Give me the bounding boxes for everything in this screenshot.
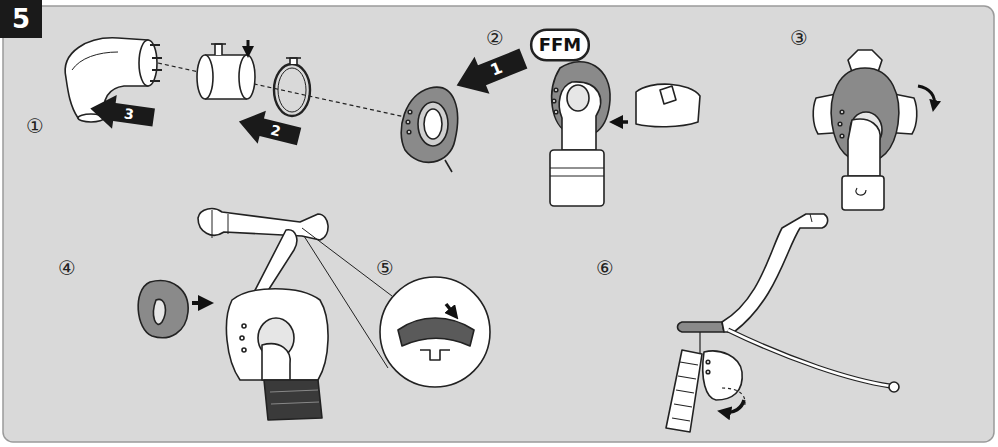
step-three-part [840,110,844,114]
step-three-part [918,86,934,106]
step-one-part [407,130,411,134]
step-four-part [192,301,206,305]
step-one-part [274,64,310,116]
step-two-part [554,88,558,92]
step-six-part [722,214,828,332]
step-two-parts [550,62,700,206]
step-one-part [247,40,250,52]
step-one-parts [65,38,457,172]
step-six-part [678,322,725,332]
step-three-part [840,134,844,138]
step-four-part [264,380,322,420]
step-six-part [889,382,899,392]
step-four-part [242,324,246,328]
step-two-part [550,150,604,206]
panel [3,6,994,442]
step-one-part [139,40,157,86]
step-six-part [810,214,812,222]
step-four-part [240,336,244,340]
step-four-part [398,318,474,346]
step-four-part [138,281,188,338]
step-four-part [226,289,328,380]
step-one-part [215,44,222,55]
step-four-part [212,210,228,238]
step-one-part [445,160,452,172]
step-one-part [418,102,448,146]
step-three-part [848,119,880,176]
step-one-part [197,55,213,99]
step-three-parts [813,50,934,210]
step-four-part [262,344,290,380]
arrow-shape [88,92,156,135]
step-six-part [728,330,890,386]
step-six-part [672,362,698,421]
step-two-part [550,168,604,176]
step-four-part [198,209,328,240]
step-four-part [446,304,454,314]
step-four-parts [138,209,490,420]
step-number: 5 [12,6,30,32]
step-four-part [242,348,246,352]
step-four-part [420,350,450,360]
step-one-part [424,109,442,139]
step-four-part [380,277,490,387]
mask-type-badge: FFM [530,28,590,62]
step-one-part [239,55,255,99]
step-one-part [72,52,118,70]
step-one-part [406,120,410,124]
step-two-part [660,86,676,104]
step-three-part [838,122,842,126]
step-two-part [616,120,628,124]
arrow-shape [449,40,531,104]
step-four-part [302,228,392,368]
badge-text: FFM [539,36,582,54]
callout-number: ② [486,28,504,48]
step-one-part [286,57,301,59]
step-six-part [706,360,710,364]
step-two-part [554,110,558,114]
step-two-part [567,85,589,111]
step-six-part [706,370,710,374]
step-six-parts [666,214,899,432]
step-six-part [728,330,890,386]
step-two-part [559,82,600,150]
callout-number: ⑥ [596,258,614,278]
callout-number: ③ [790,28,808,48]
step-three-part [842,176,884,210]
step-four-part [270,390,319,404]
badge-fill [0,0,42,38]
arrow-shape [235,105,303,153]
step-six-part [666,350,702,432]
step-four-part [154,299,166,324]
step-three-part [856,188,866,195]
callout-number: ⑤ [376,258,394,278]
step-two-part [636,84,700,127]
step-two-part [552,99,556,103]
step-six-part [703,351,742,400]
step-one-part [408,110,412,114]
step-one-part [401,87,457,162]
step-one-part [211,43,226,45]
step-one-part [290,58,297,64]
step-number: 1 [475,60,504,84]
pill-outline [531,30,589,61]
step-six-part [724,400,744,412]
callout-number: ④ [58,258,76,278]
step-one-part [150,45,162,81]
callout-number: ① [26,116,44,136]
step-number-box: 5 [0,0,42,38]
step-one-part [278,68,306,112]
